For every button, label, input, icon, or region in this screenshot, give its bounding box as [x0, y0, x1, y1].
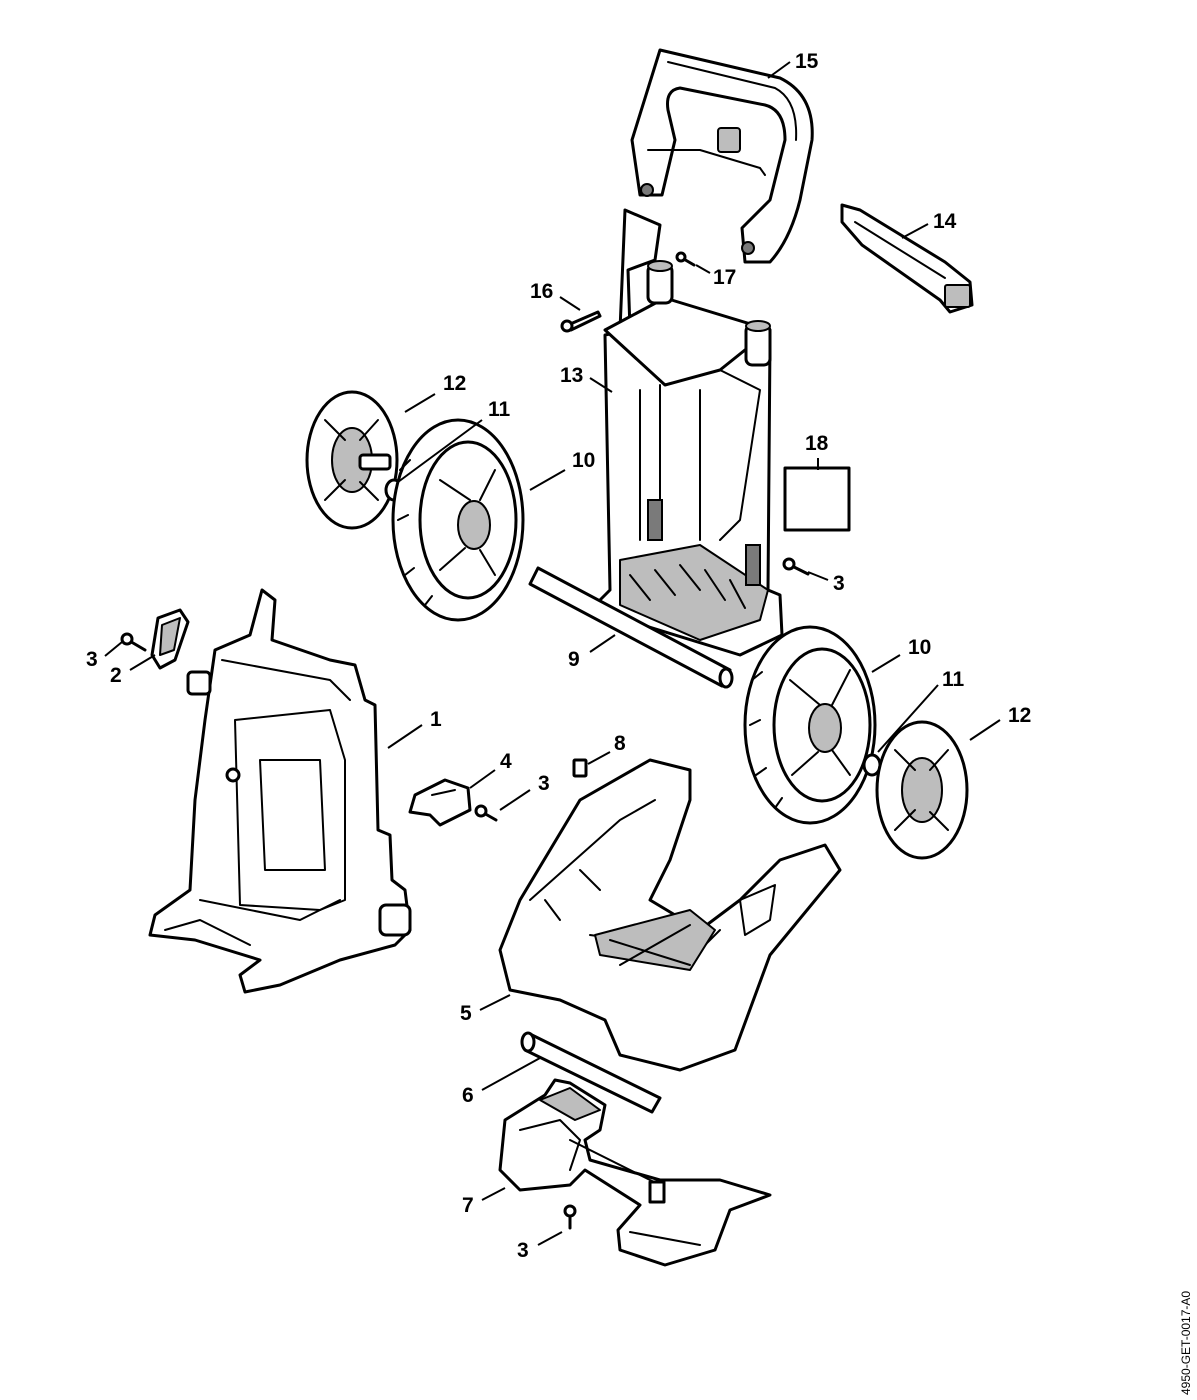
part-housing — [148, 588, 412, 994]
callout-10-lower: 10 — [908, 636, 931, 659]
callout-10-upper: 10 — [572, 449, 595, 472]
part-bracket — [408, 778, 472, 827]
part-frame — [598, 208, 784, 657]
callout-3-foot: 3 — [517, 1239, 529, 1262]
callout-16: 16 — [530, 280, 553, 303]
part-tube — [520, 1031, 662, 1114]
part-foot — [498, 1078, 772, 1267]
callout-12-upper: 12 — [443, 372, 466, 395]
callout-5: 5 — [460, 1002, 472, 1025]
part-screw-16 — [560, 310, 602, 333]
part-screw-bracket — [474, 804, 498, 822]
callout-12-lower: 12 — [1008, 704, 1031, 727]
part-base — [498, 758, 842, 1072]
part-clip — [840, 203, 974, 314]
callout-13: 13 — [560, 364, 583, 387]
callout-7: 7 — [462, 1194, 474, 1217]
callout-1: 1 — [430, 708, 442, 731]
callout-15: 15 — [795, 50, 819, 73]
part-axle — [528, 566, 734, 689]
callout-4: 4 — [500, 750, 512, 773]
part-hub-cap-right — [875, 720, 969, 860]
part-label — [783, 466, 851, 532]
leader-lines — [104, 61, 1001, 1246]
callout-3-bracket: 3 — [538, 772, 550, 795]
callout-8: 8 — [614, 732, 626, 755]
part-wheel-left — [391, 418, 525, 622]
part-screw-frame — [782, 557, 810, 576]
callout-3-frame: 3 — [833, 572, 845, 595]
part-hub-cap-left — [305, 390, 399, 530]
callout-11-lower: 11 — [942, 668, 965, 691]
part-handle — [630, 48, 814, 264]
part-screw-knob — [120, 632, 147, 652]
part-small-clip — [572, 758, 588, 778]
callout-2: 2 — [110, 664, 122, 687]
part-screw-17 — [675, 251, 696, 267]
part-knob — [150, 608, 190, 670]
callout-11-upper: 11 — [488, 398, 511, 421]
part-screw-foot — [563, 1204, 577, 1230]
callout-18: 18 — [805, 432, 829, 455]
callout-17: 17 — [713, 266, 736, 289]
callout-6: 6 — [462, 1084, 474, 1107]
callout-9: 9 — [568, 648, 580, 671]
document-id: 4950-GET-0017-A0 — [1179, 1291, 1193, 1395]
callout-14: 14 — [933, 210, 957, 233]
part-wheel-right — [743, 625, 877, 825]
callout-3-knob: 3 — [86, 648, 98, 671]
